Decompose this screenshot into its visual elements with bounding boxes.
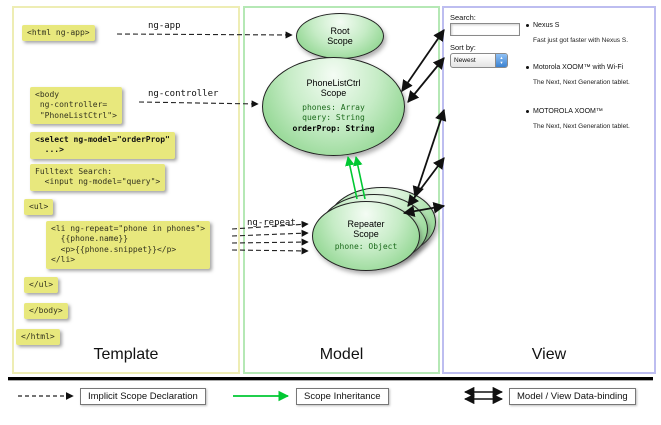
scope-prop-phone: phone: Object <box>334 242 398 252</box>
code-select-ng-model: <select ng-model="orderProp" ...> <box>30 132 175 159</box>
phone-title: Motorola XOOM™ with Wi-Fi <box>533 64 624 71</box>
template-panel-label: Template <box>93 346 159 363</box>
ng-repeat-label: ng-repeat <box>247 218 296 228</box>
model-panel-label: Model <box>319 346 364 363</box>
phone-list-item: Nexus S Fast just got faster with Nexus … <box>526 22 650 44</box>
root-scope: Root Scope <box>296 13 384 59</box>
bullet-icon <box>526 24 529 27</box>
legend-scope-inheritance: Scope Inheritance <box>296 388 389 405</box>
sort-label: Sort by: <box>450 43 476 52</box>
code-ul-close: </ul> <box>24 277 59 294</box>
scope-prop-phones: phones: Array <box>302 102 365 112</box>
bullet-icon <box>526 110 529 113</box>
code-body-open: <body ng-controller= "PhoneListCtrl"> <box>30 87 122 125</box>
phone-title: Nexus S <box>533 22 560 29</box>
ng-app-label: ng-app <box>148 21 181 31</box>
phone-desc: The Next, Next Generation tablet. <box>533 79 630 86</box>
phonelistctrl-scope-title: PhoneListCtrl Scope <box>306 77 361 99</box>
search-label: Search: <box>450 13 476 22</box>
scope-prop-query: query: String <box>302 113 365 123</box>
root-scope-title: Root Scope <box>327 25 353 46</box>
phone-list-item: Motorola XOOM™ with Wi-Fi The Next, Next… <box>526 64 650 86</box>
legend-implicit-scope: Implicit Scope Declaration <box>80 388 206 405</box>
code-li-ng-repeat: <li ng-repeat="phone in phones"> {{phone… <box>46 221 211 269</box>
search-input[interactable] <box>450 23 520 36</box>
legend-divider <box>8 377 653 380</box>
phonelistctrl-scope: PhoneListCtrl Scope phones: Array query:… <box>262 57 405 156</box>
phone-desc: Fast just got faster with Nexus S. <box>533 37 629 44</box>
ng-controller-label: ng-controller <box>148 89 219 99</box>
legend-data-binding: Model / View Data-binding <box>509 388 636 405</box>
code-html-close: </html> <box>16 329 60 346</box>
phone-desc: The Next, Next Generation tablet. <box>533 123 630 130</box>
code-fulltext-search: Fulltext Search: <input ng-model="query"… <box>30 164 166 191</box>
code-ul-open: <ul> <box>24 199 54 216</box>
scope-prop-orderprop: orderProp: String <box>292 124 375 134</box>
phone-list-item: MOTOROLA XOOM™ The Next, Next Generation… <box>526 108 650 130</box>
code-html-open: <html ng-app> <box>22 25 95 42</box>
repeater-scope-title: Repeater Scope <box>347 218 385 240</box>
dropdown-arrows-icon: ▲▼ <box>495 54 507 67</box>
repeater-scope: Repeater Scope phone: Object <box>312 201 420 271</box>
sort-select[interactable]: Newest ▲▼ <box>450 53 508 68</box>
phone-title: MOTOROLA XOOM™ <box>533 108 603 115</box>
sort-select-value: Newest <box>454 57 476 64</box>
code-body-close: </body> <box>24 303 68 320</box>
bullet-icon <box>526 66 529 69</box>
view-panel-label: View <box>531 346 567 363</box>
